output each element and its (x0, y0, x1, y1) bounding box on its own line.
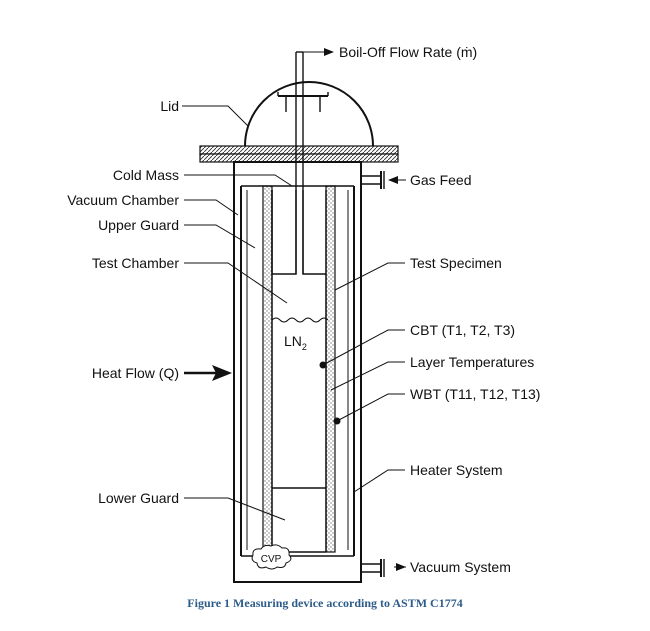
gas-feed-port (361, 171, 385, 189)
label-gas-feed: Gas Feed (410, 172, 471, 188)
label-lid: Lid (160, 98, 179, 114)
device-structure (199, 51, 399, 583)
label-wbt: WBT (T11, T12, T13) (410, 386, 540, 402)
cvp-cloud-icon (251, 544, 292, 570)
upper-guard (271, 190, 326, 275)
leader-lines (182, 48, 406, 571)
arrow-gas-feed (388, 176, 398, 184)
bottom-flange (199, 153, 399, 163)
label-test-specimen: Test Specimen (410, 255, 502, 271)
label-vacuum-system: Vacuum System (410, 559, 511, 575)
label-heat-flow: Heat Flow (Q) (92, 365, 179, 381)
label-cbt: CBT (T1, T2, T3) (410, 322, 515, 338)
arrow-vacuum-system (396, 563, 406, 571)
lid-dome (244, 81, 374, 147)
label-heater-system: Heater System (410, 462, 503, 478)
specimen-right (325, 185, 336, 553)
label-lower-guard: Lower Guard (98, 490, 179, 506)
label-cold-mass: Cold Mass (113, 167, 179, 183)
heat-flow-arrow-icon (212, 365, 232, 381)
label-upper-guard: Upper Guard (98, 217, 179, 233)
labels: Boil-Off Flow Rate (ṁ) Lid Cold Mass Vac… (67, 44, 540, 610)
label-boil-off-flow-rate: Boil-Off Flow Rate (ṁ) (339, 44, 477, 60)
label-test-chamber: Test Chamber (92, 255, 179, 271)
label-cvp: CVP (261, 554, 282, 565)
label-layer-temperatures: Layer Temperatures (410, 354, 534, 370)
label-vacuum-chamber: Vacuum Chamber (67, 192, 179, 208)
figure-caption: Figure 1 Measuring device according to A… (187, 596, 462, 610)
outer-vessel (233, 161, 362, 583)
top-flange (199, 145, 399, 155)
label-ln2: LN2 (284, 333, 307, 352)
arrow-boil-off (324, 48, 334, 56)
ln2-liquid-surface (271, 317, 329, 323)
vacuum-port (361, 559, 385, 577)
specimen-left (262, 185, 273, 553)
